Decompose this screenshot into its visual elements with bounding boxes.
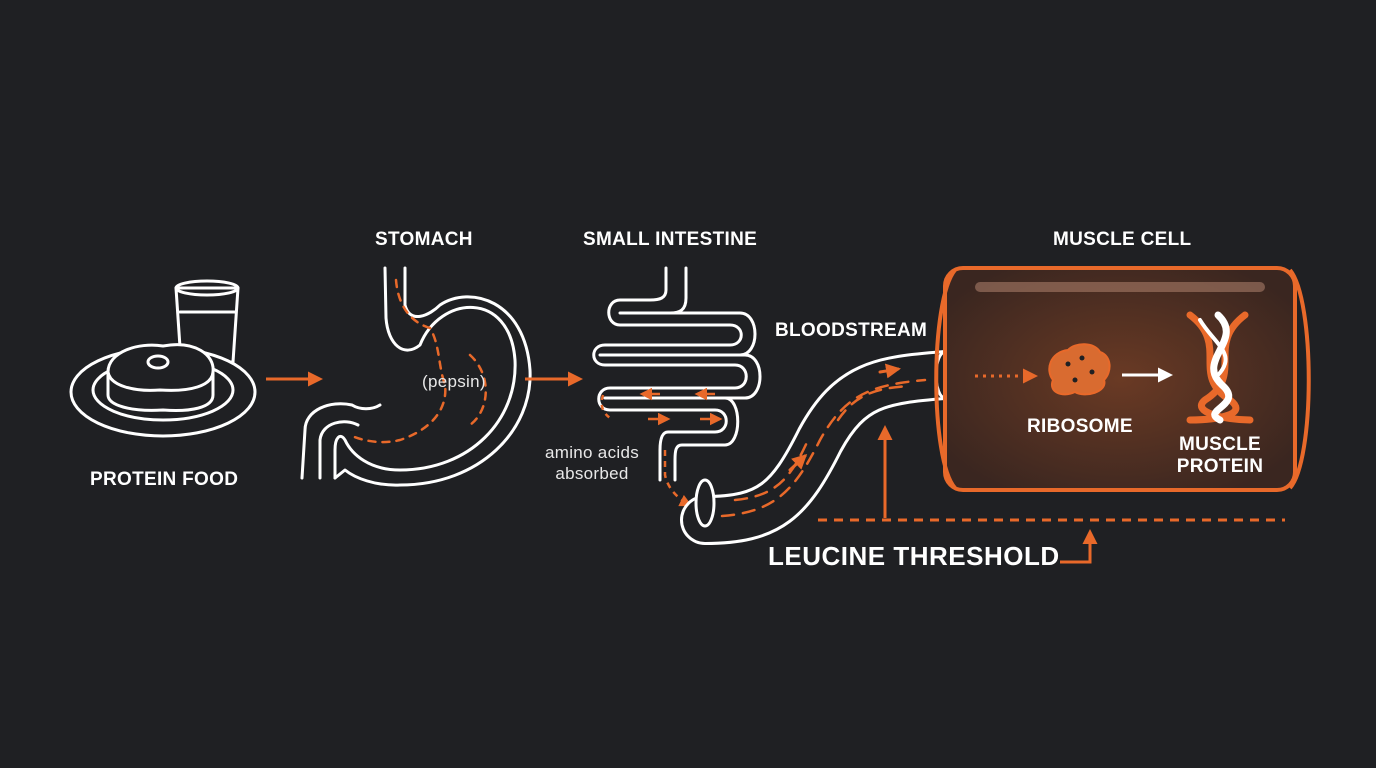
amino-line-1: amino acids [544, 443, 639, 462]
label-bloodstream: BLOODSTREAM [775, 320, 928, 341]
label-muscle-protein: MUSCLE PROTEIN [1168, 434, 1272, 478]
muscle-protein-line-2: PROTEIN [1176, 456, 1264, 477]
stomach-icon [300, 266, 532, 487]
label-leucine-threshold: LEUCINE THRESHOLD [768, 541, 1060, 571]
protein-food-icon [69, 279, 257, 438]
muscle-protein-icon [1186, 311, 1254, 424]
label-pepsin: (pepsin) [422, 372, 486, 391]
label-stomach: STOMACH [375, 229, 473, 250]
ribosome-icon [1048, 343, 1111, 396]
label-small-intestine: SMALL INTESTINE [583, 229, 758, 250]
small-intestine-icon [592, 266, 762, 482]
label-amino-acids: amino acids absorbed [536, 442, 648, 484]
label-protein-food: PROTEIN FOOD [90, 469, 239, 490]
arrow-threshold-hook [1060, 529, 1098, 564]
amino-line-2: absorbed [555, 464, 629, 483]
label-ribosome: RIBOSOME [1027, 416, 1133, 437]
muscle-cell [934, 266, 1311, 492]
steak-icon [106, 343, 215, 412]
intestine-flow-arrows [600, 387, 723, 507]
muscle-protein-line-1: MUSCLE [1178, 434, 1262, 455]
label-muscle-cell: MUSCLE CELL [1053, 229, 1192, 250]
